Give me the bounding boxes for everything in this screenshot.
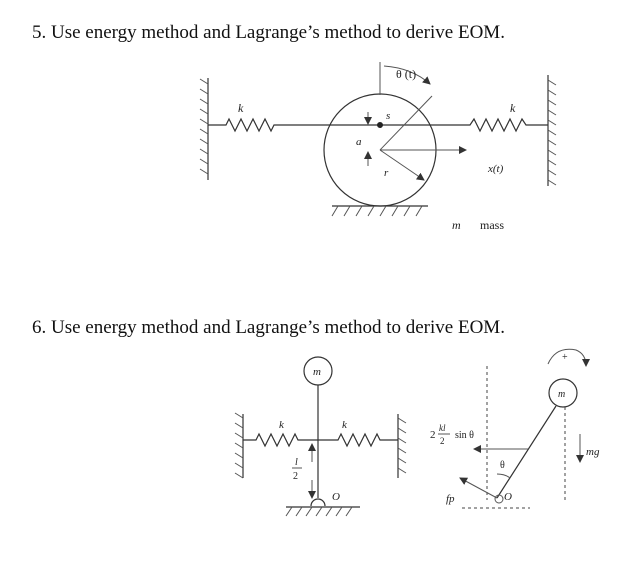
a-label: a xyxy=(356,136,362,148)
radius-r-arrow xyxy=(379,149,425,181)
k-left-label: k xyxy=(238,101,244,115)
pivot-label-left: O xyxy=(332,491,340,503)
left-wall-6 xyxy=(234,412,244,479)
mass-label: mass xyxy=(480,218,504,232)
theta-label-fbd: θ xyxy=(500,460,505,471)
half-length-numerator: l xyxy=(295,457,298,468)
k-right-label: k xyxy=(510,101,516,115)
tilted-rod xyxy=(496,405,557,499)
ground-6 xyxy=(285,506,360,517)
left-spring xyxy=(208,117,380,133)
fbd-pivot xyxy=(494,494,504,504)
r-label: r xyxy=(384,167,389,179)
problem-5-diagram: θ (t) k k s a r x(t) m mass xyxy=(199,62,557,232)
pivot-support xyxy=(310,498,326,507)
mass-symbol-label: m xyxy=(452,218,461,232)
k-right-label-6: k xyxy=(342,419,348,431)
pivot-label-fbd: O xyxy=(504,491,512,503)
fbd-mass xyxy=(548,378,578,408)
right-wall xyxy=(547,75,557,186)
attachment-point xyxy=(377,122,383,128)
right-spring-6 xyxy=(318,432,398,448)
problem-6-free-body-diagram: + m mg 2 kl 2 sin θ θ fp O xyxy=(430,348,600,509)
reaction-force-label: fp xyxy=(446,493,455,505)
left-wall xyxy=(199,78,209,180)
reaction-force-arrow xyxy=(459,477,498,499)
problem-6-left-diagram: m k k l 2 O xyxy=(234,356,407,517)
ground xyxy=(331,205,428,217)
spring-force-sin-label: sin θ xyxy=(455,430,474,441)
theta-label: θ (t) xyxy=(396,67,416,81)
spring-force-denominator: 2 xyxy=(440,436,445,446)
mass-label-fbd: m xyxy=(558,389,565,400)
x-label: x(t) xyxy=(487,163,504,175)
spring-force-numerator: kl xyxy=(439,423,446,433)
s-label: s xyxy=(386,110,390,122)
rotated-radius-line xyxy=(379,95,433,151)
rotation-direction-arrow xyxy=(547,348,590,367)
right-spring xyxy=(380,117,548,133)
mass-label-left: m xyxy=(313,366,321,378)
problem-5-heading: 5. Use energy method and Lagrange’s meth… xyxy=(32,22,505,43)
problem-6-heading: 6. Use energy method and Lagrange’s meth… xyxy=(32,317,505,338)
positive-direction-label: + xyxy=(562,352,568,363)
spring-force-coefficient: 2 xyxy=(430,429,436,441)
theta-arc-arrow xyxy=(383,65,431,85)
k-left-label-6: k xyxy=(279,419,285,431)
theta-angle-arc xyxy=(496,473,511,479)
weight-label: mg xyxy=(586,446,600,458)
right-wall-6 xyxy=(397,414,407,478)
left-spring-6 xyxy=(243,432,318,448)
half-length-denominator: 2 xyxy=(293,471,298,482)
